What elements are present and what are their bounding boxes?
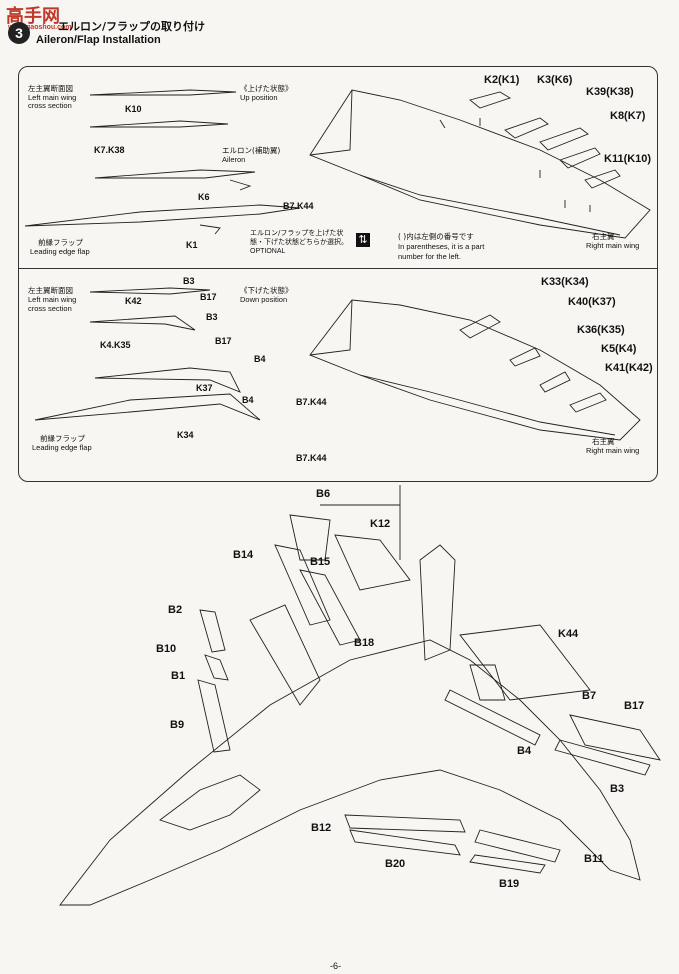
down-label-b7k44-b: B7.K44: [296, 453, 327, 463]
asm-label-b3: B3: [610, 783, 625, 795]
down-label-b17-b: B17: [215, 336, 232, 346]
asm-label-b1: B1: [171, 670, 186, 682]
up-wing-jp: 右主翼: [592, 232, 615, 241]
asm-label-b20: B20: [385, 858, 406, 870]
down-label-b7k44-a: B7.K44: [296, 397, 327, 407]
up-wing-en: Right main wing: [586, 241, 640, 250]
asm-label-b9: B9: [170, 719, 185, 731]
header-title-jp: エルロン/フラップの取り付け: [58, 20, 206, 33]
asm-label-b10: B10: [156, 643, 177, 655]
asm-label-b7: B7: [582, 690, 597, 702]
down-lef-jp: 前縁フラップ: [40, 434, 85, 443]
asm-label-b15: B15: [310, 556, 331, 568]
up-paren-en2: number for the left.: [398, 252, 461, 261]
asm-label-b12: B12: [311, 822, 332, 834]
down-label-b3-a: B3: [183, 276, 195, 286]
up-label-b7k44: B7.K44: [283, 201, 314, 211]
asm-label-b19: B19: [499, 878, 520, 890]
up-section-en2: cross section: [28, 101, 72, 110]
asm-label-b6: B6: [316, 488, 331, 500]
down-wing-en: Right main wing: [586, 446, 640, 455]
up-callout-k11: K11(K10): [604, 153, 652, 165]
up-wing: [309, 89, 651, 239]
asm-label-k44: K44: [558, 628, 579, 640]
up-note-jp1: エルロン/フラップを上げた状: [250, 229, 344, 237]
down-state-en: Down position: [240, 295, 288, 304]
down-wing: [309, 299, 641, 441]
up-paren-en1: In parentheses, it is a part: [398, 242, 485, 251]
asm-label-b2: B2: [168, 604, 183, 616]
down-label-k4k35: K4.K35: [100, 340, 131, 350]
asm-label-b17: B17: [624, 700, 645, 712]
up-label-k10: K10: [125, 104, 142, 114]
asm-label-b4: B4: [517, 745, 532, 757]
up-note-jp2: 態・下げた状態どちらか選択。: [250, 238, 348, 246]
up-paren-jp: ( )内は左側の番号です: [398, 232, 474, 241]
down-label-b4-b: B4: [242, 395, 254, 405]
down-callout-k33: K33(K34): [541, 276, 589, 288]
up-callout-k8: K8(K7): [610, 110, 646, 122]
panel-divider: [18, 268, 658, 269]
up-label-k1: K1: [186, 240, 198, 250]
up-callout-k39: K39(K38): [586, 86, 634, 98]
header-title-en: Aileron/Flap Installation: [36, 34, 161, 46]
down-section-jp: 左主翼断面図: [28, 286, 73, 295]
asm-label-k12: K12: [370, 518, 391, 530]
page-number: -6-: [330, 961, 341, 971]
up-section-jp: 左主翼断面図: [28, 84, 73, 93]
down-cross-sections: [34, 287, 261, 421]
down-section-en1: Left main wing: [28, 295, 77, 304]
up-note-en: OPTIONAL: [250, 248, 286, 255]
down-label-b3-b: B3: [206, 312, 218, 322]
up-label-k6: K6: [198, 192, 210, 202]
down-label-k37: K37: [196, 383, 213, 393]
down-wing-jp: 右主翼: [592, 437, 615, 446]
up-state-jp: 《上げた状態》: [240, 84, 293, 93]
up-lef-en: Leading edge flap: [30, 247, 90, 256]
asm-label-b11: B11: [584, 853, 604, 865]
up-callout-k3: K3(K6): [537, 74, 573, 86]
detail-panel: [18, 66, 658, 482]
down-state-jp: 《下げた状態》: [240, 286, 293, 295]
down-callout-k40: K40(K37): [568, 296, 616, 308]
up-aileron-jp: エルロン(補助翼): [222, 146, 281, 155]
down-callout-k5: K5(K4): [601, 343, 637, 355]
up-section-en1: Left main wing: [28, 93, 77, 102]
asm-label-b18: B18: [354, 637, 375, 649]
down-label-b17-a: B17: [200, 292, 217, 302]
watermark-url: www.gaoshou.com: [8, 24, 72, 31]
watermark-logo: 高手网: [6, 6, 60, 27]
up-aileron-en: Aileron: [222, 155, 246, 164]
down-label-b4-a: B4: [254, 354, 266, 364]
down-label-k42: K42: [125, 296, 142, 306]
down-section-en2: cross section: [28, 304, 72, 313]
optional-icon: ⇅: [356, 233, 370, 247]
up-label-k7k38: K7.K38: [94, 145, 125, 155]
down-label-k34: K34: [177, 430, 194, 440]
aircraft-assembly: [59, 485, 661, 906]
up-callout-k2: K2(K1): [484, 74, 520, 86]
down-callout-k36: K36(K35): [577, 324, 625, 336]
up-lef-jp: 前縁フラップ: [38, 238, 83, 247]
up-state-en: Up position: [240, 93, 278, 102]
step-badge: 3: [8, 22, 30, 44]
down-callout-k41: K41(K42): [605, 362, 653, 374]
asm-label-b14: B14: [233, 549, 254, 561]
down-lef-en: Leading edge flap: [32, 443, 92, 452]
up-cross-sections: [24, 89, 301, 235]
